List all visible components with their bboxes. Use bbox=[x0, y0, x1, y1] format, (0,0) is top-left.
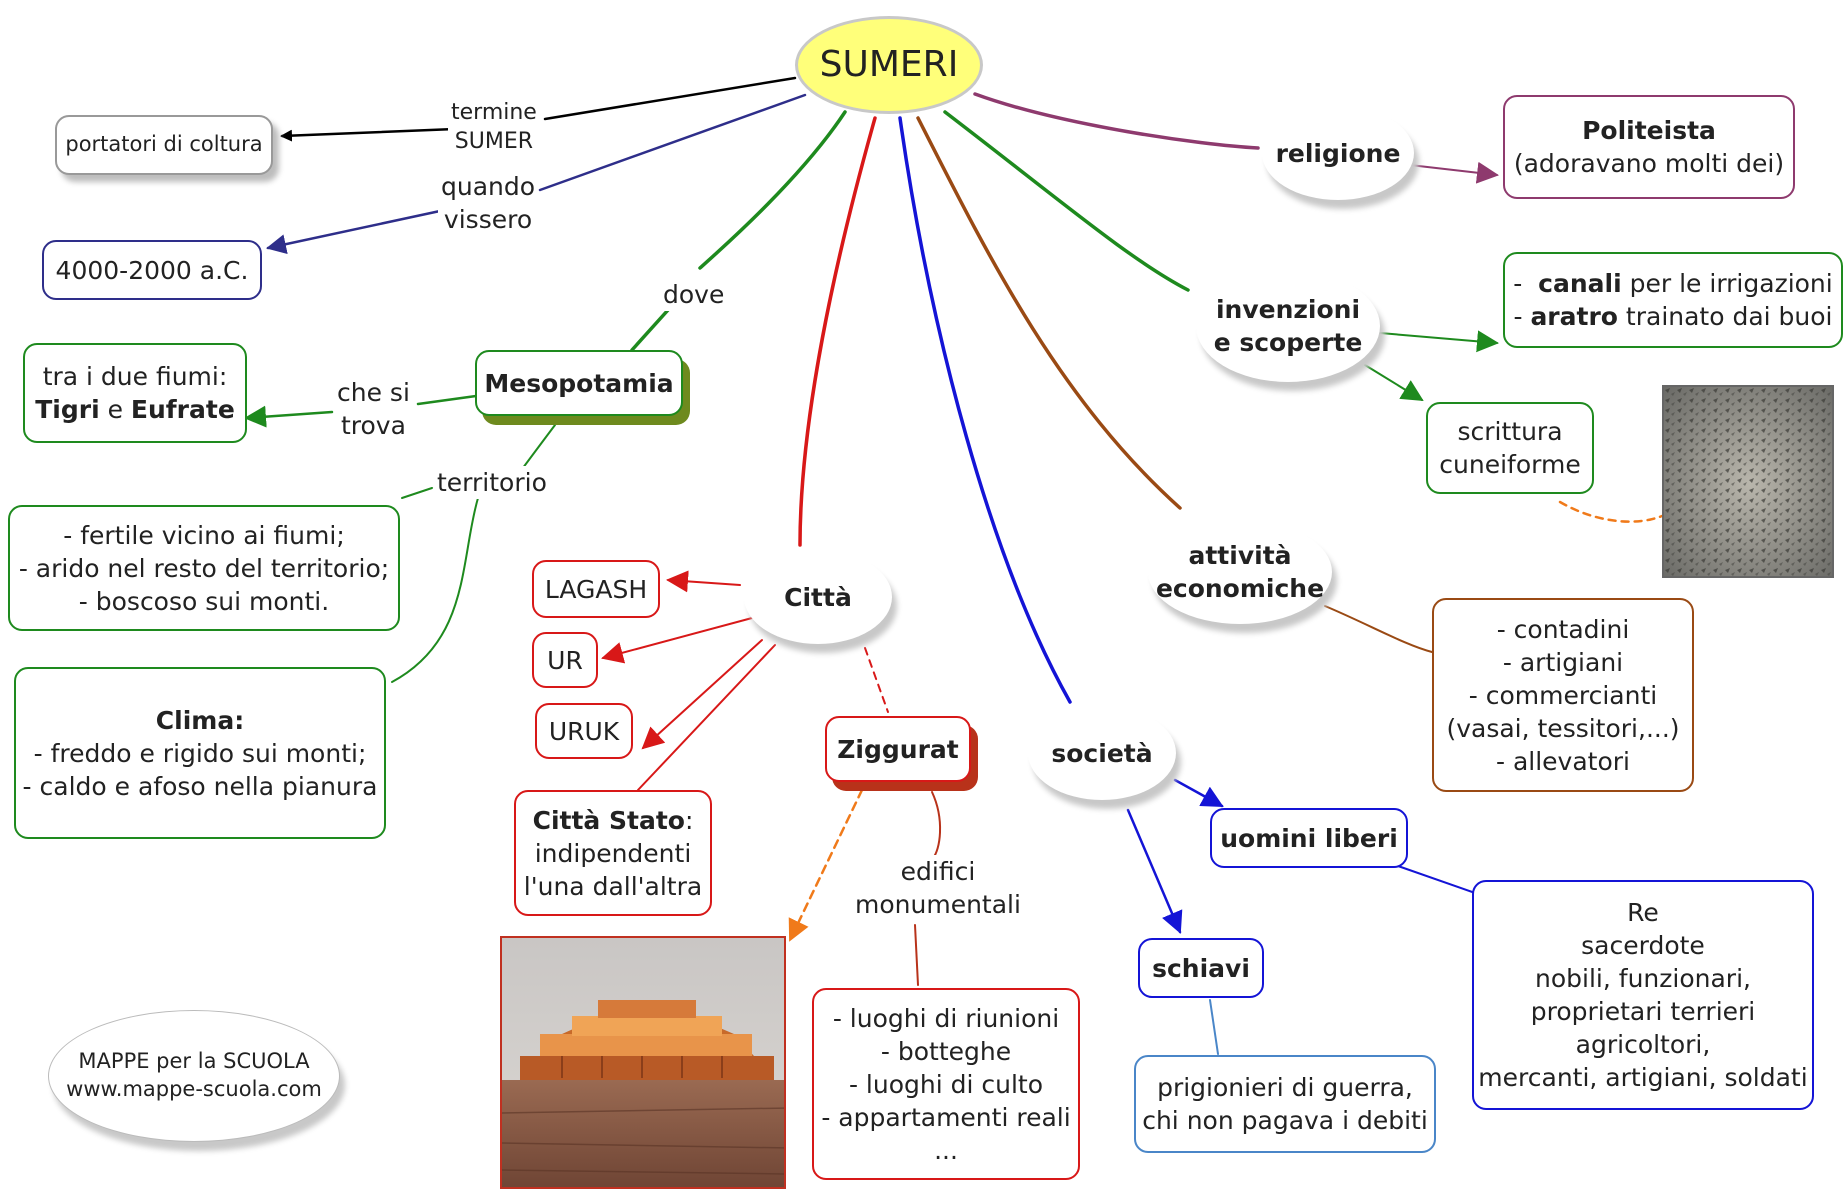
link-quando-arrow bbox=[266, 209, 442, 254]
node-scrittura[interactable]: scrittura cuneiforme bbox=[1426, 402, 1594, 494]
link-ziggurat bbox=[864, 647, 889, 713]
node-attivita[interactable]: attività economiche bbox=[1148, 520, 1332, 624]
link-uruk bbox=[641, 639, 763, 750]
link-invenzioni bbox=[943, 110, 1190, 292]
node-mesopotamia[interactable]: Mesopotamia bbox=[475, 350, 683, 416]
link-quando bbox=[538, 93, 807, 192]
link-canali bbox=[1379, 330, 1499, 353]
node-religione[interactable]: religione bbox=[1262, 106, 1414, 200]
link-edifici bbox=[931, 791, 942, 859]
link-societa bbox=[898, 116, 1072, 704]
tablet-illustration bbox=[1664, 387, 1832, 576]
node-lagash[interactable]: LAGASH bbox=[532, 560, 660, 618]
link-politeista bbox=[1409, 161, 1499, 184]
link-trova bbox=[416, 394, 478, 406]
link-dove bbox=[698, 110, 847, 270]
node-ur[interactable]: UR bbox=[532, 632, 598, 688]
link-tablet bbox=[1558, 500, 1664, 523]
link-schiavi bbox=[1126, 808, 1183, 934]
link-lagash bbox=[666, 570, 741, 593]
link-ziggurat-photo bbox=[788, 788, 864, 942]
link-scrittura bbox=[1364, 364, 1424, 402]
node-portatori[interactable]: portatori di coltura bbox=[55, 115, 273, 175]
link-uomini-box bbox=[1397, 865, 1479, 895]
link-schiavi-box bbox=[1209, 999, 1219, 1055]
node-canali[interactable]: - canali per le irrigazioni - aratro tra… bbox=[1503, 252, 1843, 348]
link-dove-2 bbox=[630, 308, 670, 352]
node-societa[interactable]: società bbox=[1028, 706, 1176, 800]
link-territorio-box bbox=[401, 487, 433, 499]
link-attivita-box bbox=[1324, 605, 1433, 653]
node-citta-stato[interactable]: Città Stato: indipendenti l'una dall'alt… bbox=[514, 790, 712, 916]
node-clima[interactable]: Clima: - freddo e rigido sui monti; - ca… bbox=[14, 667, 386, 839]
node-date[interactable]: 4000-2000 a.C. bbox=[42, 240, 262, 300]
node-invenzioni[interactable]: invenzioni e scoperte bbox=[1196, 270, 1380, 382]
link-citta bbox=[798, 116, 877, 547]
label-quando-vissero: quando vissero bbox=[438, 170, 539, 236]
node-edifici[interactable]: - luoghi di riunioni - botteghe - luoghi… bbox=[812, 988, 1080, 1180]
link-citta-stato bbox=[637, 644, 776, 791]
center-sumeri[interactable]: SUMERI bbox=[795, 16, 983, 114]
link-uomini bbox=[1173, 778, 1224, 808]
link-termine bbox=[543, 76, 797, 121]
node-citta[interactable]: Città bbox=[744, 550, 892, 644]
node-territorio[interactable]: - fertile vicino ai fiumi; - arido nel r… bbox=[8, 505, 400, 631]
label-termine-sumer: termine SUMER bbox=[448, 98, 540, 157]
label-territorio: territorio bbox=[434, 466, 550, 499]
node-attivita-box[interactable]: - contadini - artigiani - commercianti (… bbox=[1432, 598, 1694, 792]
label-edifici-monumentali: edifici monumentali bbox=[852, 855, 1024, 921]
node-uomini-liberi[interactable]: uomini liberi bbox=[1210, 808, 1408, 868]
node-politeista[interactable]: Politeista (adoravano molti dei) bbox=[1503, 95, 1795, 199]
link-territorio bbox=[519, 424, 556, 473]
link-edifici-box bbox=[914, 924, 919, 986]
link-attivita bbox=[916, 116, 1182, 510]
label-che-si-trova: che si trova bbox=[334, 376, 413, 442]
node-uomini-box[interactable]: Re sacerdote nobili, funzionari, proprie… bbox=[1472, 880, 1814, 1110]
node-uruk[interactable]: URUK bbox=[535, 703, 633, 759]
link-ur bbox=[601, 617, 753, 664]
label-dove: dove bbox=[660, 278, 728, 311]
cuneiform-tablet-photo bbox=[1662, 385, 1834, 578]
link-territorio-clima bbox=[391, 497, 479, 683]
link-religione bbox=[973, 92, 1260, 150]
node-schiavi[interactable]: schiavi bbox=[1138, 938, 1264, 998]
node-fiumi[interactable]: tra i due fiumi: Tigri e Eufrate bbox=[23, 343, 247, 443]
ziggurat-illustration bbox=[502, 938, 784, 1187]
node-ziggurat[interactable]: Ziggurat bbox=[825, 716, 971, 782]
link-trova-arrow bbox=[244, 405, 334, 428]
link-termine-arrow bbox=[280, 127, 457, 142]
credit-badge: MAPPE per la SCUOLA www.mappe-scuola.com bbox=[48, 1010, 340, 1142]
ziggurat-photo bbox=[500, 936, 786, 1189]
node-schiavi-box[interactable]: prigionieri di guerra, chi non pagava i … bbox=[1134, 1055, 1436, 1153]
